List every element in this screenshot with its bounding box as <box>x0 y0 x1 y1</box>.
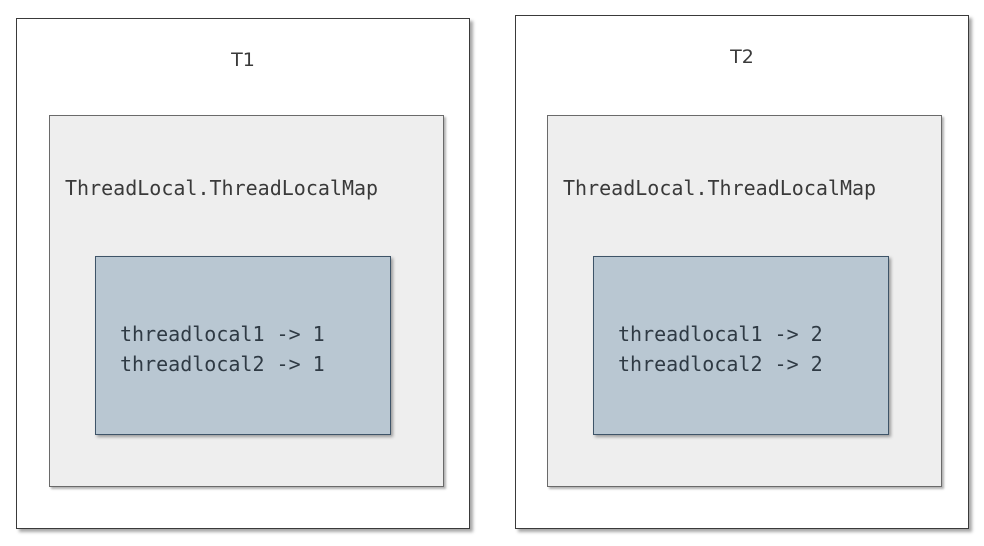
thread-t2-map-box: ThreadLocal.ThreadLocalMap threadlocal1 … <box>547 115 942 487</box>
thread-t2-entries-box: threadlocal1 -> 2 threadlocal2 -> 2 <box>593 256 889 435</box>
thread-t1-entry-2: threadlocal2 -> 1 <box>120 352 325 376</box>
thread-t1-entries-box: threadlocal1 -> 1 threadlocal2 -> 1 <box>95 256 391 435</box>
thread-t2-title: T2 <box>730 46 754 68</box>
thread-t2-map-label: ThreadLocal.ThreadLocalMap <box>563 176 877 200</box>
thread-t1-title: T1 <box>231 49 255 71</box>
thread-t1-map-box: ThreadLocal.ThreadLocalMap threadlocal1 … <box>49 115 444 487</box>
thread-t2-entry-list: threadlocal1 -> 2 threadlocal2 -> 2 <box>618 319 823 379</box>
thread-t1-map-label: ThreadLocal.ThreadLocalMap <box>65 176 379 200</box>
thread-t1-entry-1: threadlocal1 -> 1 <box>120 322 325 346</box>
thread-t1-entry-list: threadlocal1 -> 1 threadlocal2 -> 1 <box>120 319 325 379</box>
thread-t2-entry-2: threadlocal2 -> 2 <box>618 352 823 376</box>
thread-t2-entry-1: threadlocal1 -> 2 <box>618 322 823 346</box>
thread-t1-box: T1 ThreadLocal.ThreadLocalMap threadloca… <box>16 18 470 529</box>
thread-t2-box: T2 ThreadLocal.ThreadLocalMap threadloca… <box>515 15 969 529</box>
